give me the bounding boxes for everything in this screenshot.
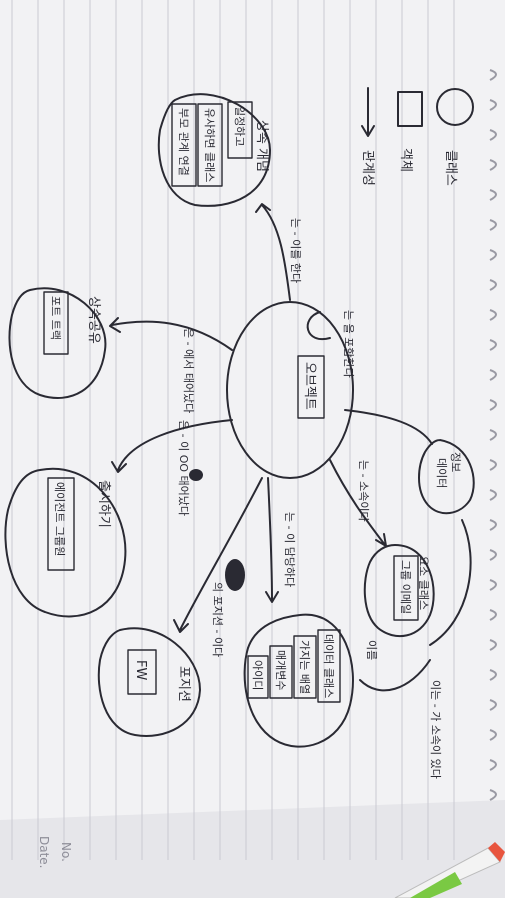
center-node: 오브젝트 는 을 포함한다 (226, 301, 355, 479)
spiral-binding (489, 69, 497, 801)
legend-arrow-shape (361, 87, 375, 137)
left-lower-node-box-label: 에이전트 그룹원 (53, 482, 66, 556)
right-cycle-label: 이는 - 가 소속이 있다 (429, 680, 442, 779)
edge-to-left-lower (111, 419, 233, 473)
right-mid-node-label: 요소 클래스 (417, 556, 430, 610)
top-node-box1 (227, 101, 253, 159)
edge-to-bottom-b-label: 의 포지션 - 이다 (211, 582, 224, 657)
right-lower-node-box1-label: 데이터 클래스 (322, 634, 335, 698)
edge-to-right-mid-label: 는 - 소속이다 (357, 460, 370, 522)
top-node-box3-label: 부모 관계 연결 (177, 108, 190, 176)
bottom-node-box-label: FW (133, 660, 148, 680)
self-loop-label: 는 을 포함한다 (342, 310, 355, 378)
self-loop-arc (306, 311, 331, 341)
right-cycle-arrow (359, 519, 472, 692)
right-lower-node-box2-label: 가지는 배열 (298, 640, 311, 694)
right-lower-node: 데이터 클래스 가지는 배열 매개변수 아이디 이름 (243, 613, 378, 748)
top-node-box2 (197, 103, 223, 187)
edge-to-right-mid (329, 459, 387, 547)
right-lower-node-label: 이름 (365, 640, 378, 660)
edge-to-left-upper-label: 은 - 에서 태어났다 (182, 328, 195, 413)
left-upper-node-box-label: 포트 트랙 (49, 296, 62, 340)
right-mid-node-box (393, 555, 419, 621)
left-upper-node-box (43, 291, 69, 355)
center-node-circle (226, 301, 354, 479)
legend-rect-label: 객체 (398, 148, 413, 172)
center-node-box (297, 355, 325, 419)
right-mid-node-circle (363, 544, 435, 637)
center-node-label: 오브젝트 (302, 362, 317, 410)
right-upper-node-circle (418, 439, 475, 515)
right-upper-node-label: 정보 (449, 452, 462, 472)
right-lower-node-box4-label: 아이디 (251, 660, 264, 690)
right-mid-node: 그룹 이메일 요소 클래스 (363, 544, 435, 637)
scribble-mark-2 (225, 559, 245, 591)
left-lower-node: 에이전트 그룹원 출시하기 (4, 467, 127, 618)
notebook-page (0, 0, 505, 880)
pen (394, 842, 505, 898)
margin-no-label: No. (59, 842, 73, 862)
legend-arrow-label: 관계성 (360, 150, 375, 186)
edge-to-right-upper (344, 409, 433, 445)
top-node: 일정하고 유사하면 클래스 부모 관계 연결 상속 개념 (157, 93, 271, 207)
right-lower-node-box1 (317, 629, 341, 703)
margin-date-label: Date. (37, 836, 51, 869)
edge-to-left-upper (109, 317, 233, 351)
right-lower-node-box2 (293, 635, 317, 699)
bottom-node-box (127, 649, 157, 695)
edge-to-top-label: 는 - 이를 한다 (289, 218, 302, 283)
legend-circle-shape (436, 88, 474, 126)
top-node-box3 (171, 103, 197, 187)
right-lower-node-box3 (269, 645, 293, 699)
page-margin-strip (0, 800, 505, 898)
edge-to-bottom-b (265, 477, 279, 603)
scribble-mark (189, 469, 203, 481)
ruled-lines (11, 0, 455, 860)
right-lower-node-box3-label: 매개변수 (274, 650, 287, 690)
right-lower-node-box4 (247, 655, 269, 699)
bottom-node-circle (97, 627, 201, 737)
left-upper-node: 포트 트랙 상속공유 (8, 287, 107, 399)
edge-to-bottom-a (173, 477, 263, 633)
top-node-box2-label: 유사하면 클래스 (203, 108, 217, 182)
right-mid-node-box-label: 그룹 이메일 (399, 560, 413, 614)
edge-to-top (255, 203, 291, 301)
bottom-node-label: 포지션 (176, 666, 191, 702)
legend-circle-label: 클래스 (443, 150, 458, 186)
left-lower-node-circle (4, 467, 127, 618)
left-upper-node-circle (8, 287, 107, 399)
legend: 클래스 객체 관계성 (360, 87, 474, 186)
legend-rect-shape (397, 91, 423, 127)
right-upper-node: 정보 데이터 (418, 439, 475, 515)
edge-to-left-lower-label: 은 - 이 OO 태어났다 (177, 420, 190, 516)
right-lower-node-circle (243, 613, 354, 748)
right-upper-node-box-label: 데이터 (435, 458, 448, 488)
edge-to-bottom-a-label: 는 - 이 담당하다 (283, 512, 297, 587)
bottom-node: FW 포지션 (97, 627, 201, 737)
left-upper-node-label: 상속공유 (86, 296, 101, 344)
left-lower-node-label: 출시하기 (96, 480, 111, 528)
top-node-circle (157, 93, 271, 207)
left-lower-node-box (47, 477, 75, 571)
top-node-box1-label: 일정하고 (233, 106, 247, 146)
top-node-label: 상속 개념 (254, 120, 269, 172)
